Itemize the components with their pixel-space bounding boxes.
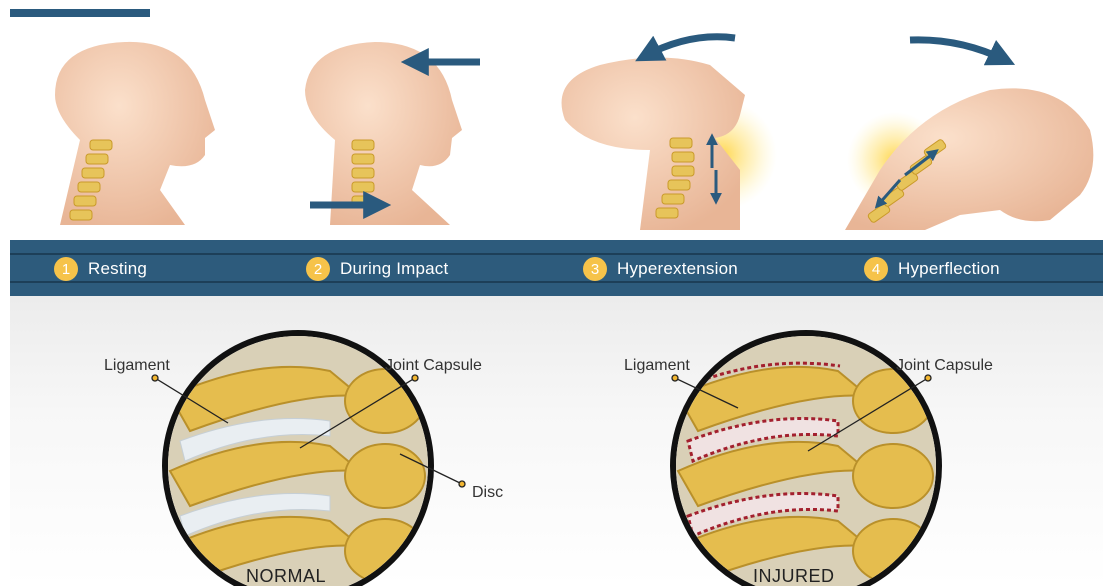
step-number-badge: 2 (306, 257, 330, 281)
head-resting (55, 42, 215, 225)
band-rule-bottom (10, 281, 1103, 283)
rotation-arrow-hyperflection (910, 40, 1005, 60)
callout-ligament-injured: Ligament (624, 357, 690, 375)
panel-title-injured: INJURED (753, 566, 835, 587)
panel-title-normal: NORMAL (246, 566, 326, 587)
step-number-badge: 4 (864, 257, 888, 281)
band-rule-top (10, 253, 1103, 255)
top-accent-rule (10, 9, 150, 17)
callout-ligament-normal: Ligament (104, 357, 170, 375)
step-hyperextension: 3 Hyperextension (583, 257, 738, 281)
head-during-impact (305, 42, 480, 225)
head-hyperextension (562, 37, 777, 230)
step-during-impact: 2 During Impact (306, 257, 448, 281)
step-number-badge: 1 (54, 257, 78, 281)
head-illustrations (0, 20, 1103, 242)
callout-joint-capsule-normal: Joint Capsule (385, 357, 482, 375)
step-number-badge: 3 (583, 257, 607, 281)
step-hyperflection: 4 Hyperflection (864, 257, 1000, 281)
step-resting: 1 Resting (54, 257, 147, 281)
spine-impact (352, 140, 374, 206)
step-label: Hyperflection (898, 259, 1000, 279)
spine-detail-circles (0, 296, 1103, 586)
step-label: Hyperextension (617, 259, 738, 279)
steps-band: 1 Resting 2 During Impact 3 Hyperextensi… (10, 240, 1103, 296)
rotation-arrow-hyperextension (645, 37, 735, 56)
step-label: Resting (88, 259, 147, 279)
callout-joint-capsule-injured: Joint Capsule (896, 357, 993, 375)
callout-disc-normal: Disc (472, 484, 503, 502)
step-label: During Impact (340, 259, 448, 279)
head-hyperflection (845, 40, 1093, 230)
